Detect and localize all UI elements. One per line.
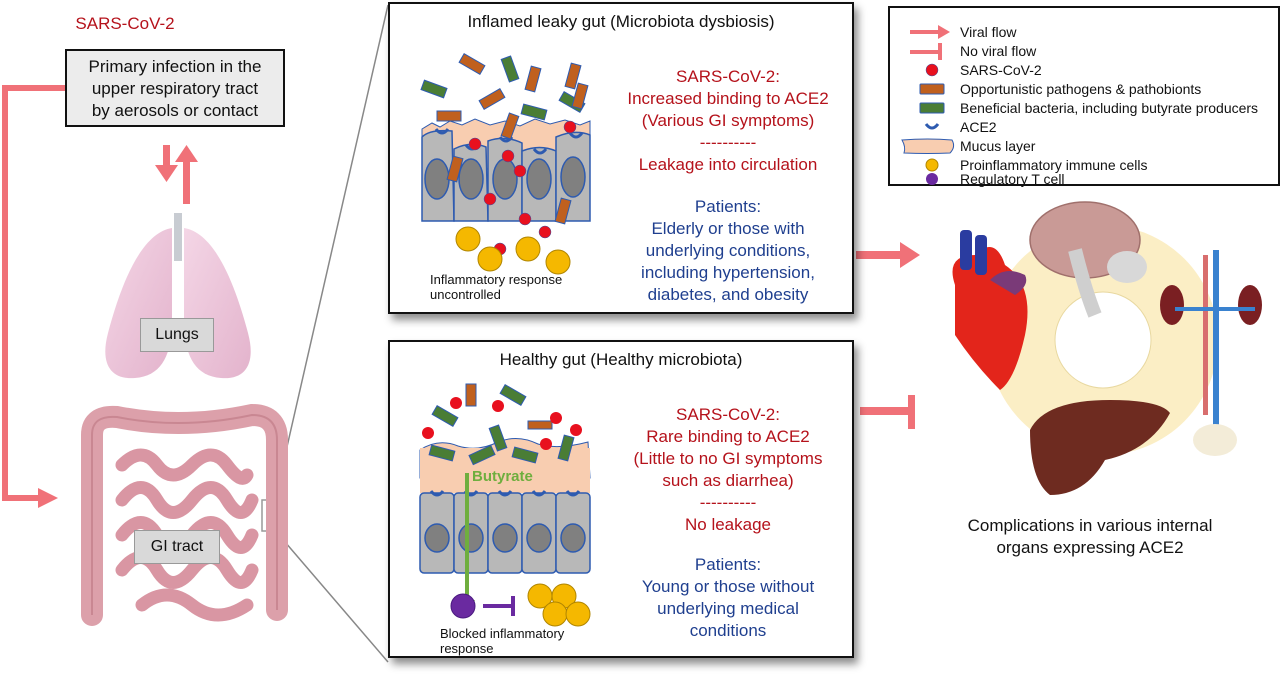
healthy-caption: Blocked inflammatory response	[440, 626, 564, 656]
primary-infection-line: Primary infection in the	[88, 57, 262, 76]
viral-flow-arrow-icon	[856, 242, 920, 268]
immune-block-illustration	[450, 583, 591, 627]
organs-caption: Complications in various internal organs…	[930, 515, 1250, 559]
patients-line: underlying conditions,	[645, 241, 811, 260]
caption-line: response	[440, 641, 494, 656]
treg-cell-icon	[926, 173, 938, 185]
brain-icon	[1029, 201, 1147, 318]
heart-icon	[952, 230, 1028, 390]
no-viral-flow-icon	[910, 43, 942, 60]
inflamed-findings: SARS-CoV-2: Increased binding to ACE2 (V…	[610, 66, 846, 306]
healthy-panel-title: Healthy gut (Healthy microbiota)	[499, 350, 743, 369]
virus-heading: SARS-CoV-2:	[676, 67, 780, 86]
healthy-gut-illustration	[419, 383, 591, 612]
primary-infection-line: upper respiratory tract	[91, 79, 259, 98]
inflamed-panel-title: Inflamed leaky gut (Microbiota dysbiosis…	[467, 12, 775, 31]
beneficial-rod-icon	[919, 102, 945, 114]
patients-line: diabetes, and obesity	[647, 285, 809, 304]
legend-label: SARS-CoV-2	[960, 62, 1042, 78]
leakage-text: No leakage	[684, 515, 771, 534]
patients-line: underlying medical	[657, 599, 799, 618]
primary-infection-line: by aerosols or contact	[91, 101, 259, 120]
no-viral-flow-arrow-icon	[860, 395, 915, 429]
lungs-icon	[105, 213, 251, 379]
legend-item: ACE2	[890, 118, 1278, 136]
butyrate-label: Butyrate	[472, 468, 533, 485]
primary-infection-box: Primary infection in the upper respirato…	[65, 49, 285, 127]
mucus-layer-icon	[901, 138, 955, 154]
binding-text: Rare binding to ACE2	[646, 427, 810, 446]
bypass-arrow-head	[38, 488, 58, 508]
up-arrow-icon	[175, 145, 198, 204]
legend-item: Beneficial bacteria, including butyrate …	[890, 99, 1278, 117]
legend-label: Opportunistic pathogens & pathobionts	[960, 81, 1202, 97]
ace2-cup-icon	[924, 123, 940, 130]
virus-dot-icon	[925, 63, 939, 77]
patients-heading: Patients:	[694, 555, 762, 574]
healthy-findings: SARS-CoV-2: Rare binding to ACE2 (Little…	[610, 404, 846, 642]
organs-caption-line: organs expressing ACE2	[996, 538, 1184, 557]
patients-heading: Patients:	[694, 197, 762, 216]
gi-tract-label: GI tract	[134, 530, 220, 564]
down-arrow-icon	[155, 145, 178, 182]
treg-cell-icon	[450, 593, 476, 619]
healthy-gut-panel: Healthy gut (Healthy microbiota)	[388, 340, 854, 658]
legend-label: Viral flow	[960, 24, 1017, 40]
legend-label: Beneficial bacteria, including butyrate …	[960, 100, 1259, 116]
patients-line: including hypertension,	[641, 263, 815, 282]
caption-line: Inflammatory response	[430, 272, 563, 287]
legend-item: SARS-CoV-2	[890, 61, 1278, 79]
gi-tract-icon	[81, 403, 288, 626]
divider: ----------	[699, 493, 757, 512]
patients-line: Young or those without	[641, 577, 815, 596]
liver-icon	[1030, 400, 1170, 495]
inflamed-gut-panel: Inflamed leaky gut (Microbiota dysbiosis…	[388, 2, 854, 314]
zoom-line-top	[272, 4, 389, 509]
organs-caption-line: Complications in various internal	[967, 516, 1213, 535]
caption-line: Blocked inflammatory	[440, 626, 565, 641]
bypass-arrow-line	[2, 85, 65, 501]
zoom-line-bottom	[272, 527, 389, 663]
legend-item: Opportunistic pathogens & pathobionts	[890, 80, 1278, 98]
immune-cell-icon	[925, 158, 939, 172]
legend-label: ACE2	[960, 119, 997, 135]
symptoms-text: (Various GI symptoms)	[641, 111, 815, 130]
inflamed-gut-illustration	[420, 52, 591, 275]
symptoms-line: such as diarrhea)	[662, 471, 794, 490]
kidneys-icon	[1160, 250, 1262, 456]
virus-label: SARS-CoV-2	[75, 14, 175, 33]
legend-label: Mucus layer	[960, 138, 1036, 154]
legend-item: Mucus layer	[890, 137, 1278, 155]
patients-line: Elderly or those with	[651, 219, 805, 238]
legend-label: Regulatory T cell	[960, 171, 1065, 187]
divider: ----------	[699, 133, 757, 152]
viral-flow-arrow-icon	[910, 25, 950, 39]
legend-label: Proinflammatory immune cells	[960, 157, 1148, 173]
legend-item: No viral flow	[890, 42, 1278, 60]
virus-heading: SARS-CoV-2:	[676, 405, 780, 424]
leakage-text: Leakage into circulation	[638, 155, 818, 174]
legend-item: Proinflammatory immune cells	[890, 156, 1278, 174]
lungs-label: Lungs	[140, 318, 214, 352]
patients-line: conditions	[689, 621, 767, 640]
caption-line: uncontrolled	[430, 287, 501, 302]
legend-label: No viral flow	[960, 43, 1037, 59]
organs-illustration	[952, 201, 1262, 495]
pathogen-rod-icon	[919, 83, 945, 95]
legend-item: Regulatory T cell	[890, 170, 1278, 188]
binding-text: Increased binding to ACE2	[627, 89, 829, 108]
legend: Viral flow No viral flow SARS-CoV-2 Oppo…	[888, 6, 1280, 188]
symptoms-line: (Little to no GI symptoms	[633, 449, 823, 468]
legend-item: Viral flow	[890, 23, 1278, 41]
inflamed-caption: Inflammatory response uncontrolled	[430, 272, 562, 302]
